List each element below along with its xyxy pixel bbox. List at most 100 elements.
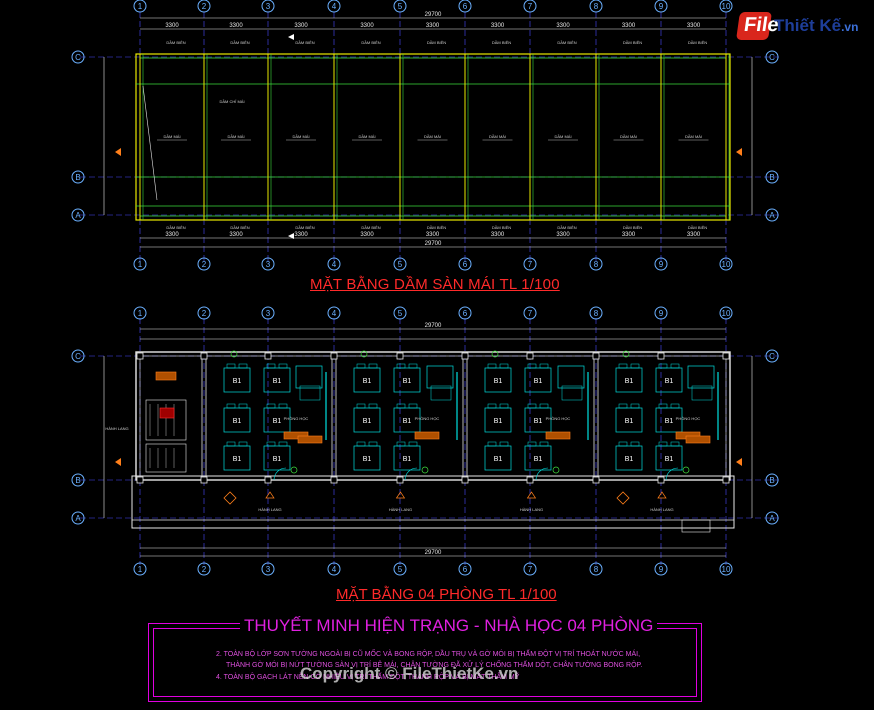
bottom-grid-bubble-3-label: 3 <box>266 260 271 269</box>
room2-chair-b-r1c1 <box>368 363 378 369</box>
room2-chair-b-r1c2 <box>408 363 418 369</box>
plan-left-row-bubble-A <box>71 511 85 525</box>
beam-label-5: DẦM MÁI <box>424 134 441 139</box>
four-room-plan-title: MẶT BẰNG 04 PHÒNG TL 1/100 <box>336 586 557 603</box>
column-b-10 <box>722 476 730 484</box>
room4-corridor-label: HÀNH LANG <box>650 507 673 512</box>
plan-level-marker-right <box>736 458 742 466</box>
room3-chair-a-r1c2 <box>527 363 537 369</box>
room2-marker-bottom <box>421 466 429 474</box>
plan-top-grid-bubble-9 <box>654 306 668 320</box>
plan-bottom-grid-bubble-6-label: 6 <box>463 565 468 574</box>
top-grid-bubble-6 <box>458 0 472 13</box>
column-b-2 <box>200 476 208 484</box>
plan-bottom-grid-bubble-5-label: 5 <box>398 565 403 574</box>
ridge-beam-label: DẦM CHỈ MÁI <box>219 99 244 104</box>
top-grid-bubble-1 <box>133 0 147 13</box>
plan-top-grid-bubble-8-label: 8 <box>594 309 599 318</box>
room2-desk-label-r1c2: B1 <box>403 378 412 385</box>
room-partition-wall-4 <box>593 351 599 481</box>
top-grid-bubble-9 <box>654 0 668 13</box>
bottom-grid-bubble-10-label: 10 <box>722 260 731 269</box>
bottom-beam-label-1: DẦM BIÊN <box>166 225 185 230</box>
bottom-grid-bubble-7-label: 7 <box>528 260 533 269</box>
room4-chair-a-r3c1 <box>618 441 628 447</box>
note-line-3: 4. TOÀN BỘ GẠCH LÁT NỀN CÓ NHIỀU VỊ TRÍ … <box>216 674 520 681</box>
plan-right-row-bubble-C-label: C <box>769 352 775 361</box>
column-b-6 <box>461 476 469 484</box>
plan-top-grid-bubble-10 <box>719 306 733 320</box>
right-row-bubble-A-label: A <box>769 211 775 220</box>
plan-bottom-grid-bubble-8-label: 8 <box>594 565 599 574</box>
room2-chair-b-r2c2 <box>408 403 418 409</box>
bottom-grid-bubble-5-label: 5 <box>398 260 403 269</box>
column-c-2 <box>200 352 208 360</box>
copyright-watermark: Copyright © FileThietKe.vn <box>300 664 519 683</box>
top-grid-bubble-7 <box>523 0 537 13</box>
right-row-bubble-B <box>765 170 779 184</box>
room4-desk-r3c2 <box>655 445 683 471</box>
column-b-4 <box>330 476 338 484</box>
room-partition-wall-1 <box>201 351 207 481</box>
bottom-bay-dim-4: 3300 <box>360 232 374 238</box>
bottom-beam-label-7: DẦM BIÊN <box>557 225 576 230</box>
room4-teacher-chair <box>691 385 713 401</box>
room4-desk-r1c2 <box>655 367 683 393</box>
bottom-beam-label-2: DẦM BIÊN <box>230 225 249 230</box>
room1-desk-label-r1c2: B1 <box>273 378 282 385</box>
wc-block-1 <box>145 399 187 441</box>
room3-marker-top <box>491 350 499 358</box>
plan-top-grid-bubble-4 <box>327 306 341 320</box>
room2-desk-label-r3c2: B1 <box>403 456 412 463</box>
filethietke-logo[interactable]: File Thiết Kế.vn <box>736 10 868 44</box>
plan-top-grid-bubble-2-label: 2 <box>202 309 207 318</box>
room3-desk-r1c2 <box>524 367 552 393</box>
room3-chair-b-r3c2 <box>539 441 549 447</box>
room1-desk-label-r3c2: B1 <box>273 456 282 463</box>
top-beam-label-3: DẦM BIÊN <box>295 40 314 45</box>
room4-chair-b-r2c1 <box>630 403 640 409</box>
beam-label-6: DẦM MÁI <box>489 134 506 139</box>
top-bay-dim-2: 3300 <box>229 23 243 29</box>
top-beam-label-8: DẦM BIÊN <box>623 40 642 45</box>
plan-bottom-grid-bubble-1 <box>133 562 147 576</box>
top-bay-dim-6: 3300 <box>491 23 505 29</box>
room3-desk-label-r3c1: B1 <box>494 456 503 463</box>
plan-top-grid-bubble-6 <box>458 306 472 320</box>
room2-desk-r2c2 <box>393 407 421 433</box>
room1-teacher-desk <box>295 365 323 389</box>
room3-desk-r2c2 <box>524 407 552 433</box>
top-grid-bubble-3-label: 3 <box>266 2 271 11</box>
room2-desk-label-r2c2: B1 <box>403 418 412 425</box>
bottom-beam-label-6: DẦM BIÊN <box>492 225 511 230</box>
room3-corridor-label: HÀNH LANG <box>520 507 543 512</box>
room4-chair-a-r1c2 <box>658 363 668 369</box>
column-c-1 <box>136 352 144 360</box>
plan-top-grid-bubble-7 <box>523 306 537 320</box>
room3-chair-a-r3c2 <box>527 441 537 447</box>
top-grid-bubble-10 <box>719 0 733 13</box>
column-c-8 <box>592 352 600 360</box>
plan-top-grid-bubble-10-label: 10 <box>722 309 731 318</box>
room1-marker-top <box>230 350 238 358</box>
room1-chair-b-r3c1 <box>238 441 248 447</box>
room1-desk-label-r3c1: B1 <box>233 456 242 463</box>
room4-chair-a-r3c2 <box>658 441 668 447</box>
room1-chair-a-r3c2 <box>266 441 276 447</box>
plan-bottom-grid-bubble-5 <box>393 562 407 576</box>
column-b-9 <box>657 476 665 484</box>
bottom-grid-bubble-9-label: 9 <box>659 260 664 269</box>
plan-right-row-bubble-B-label: B <box>769 476 774 485</box>
column-b-3 <box>264 476 272 484</box>
column-c-9 <box>657 352 665 360</box>
column-c-7 <box>526 352 534 360</box>
room2-corridor-label: HÀNH LANG <box>389 507 412 512</box>
room4-chair-b-r2c2 <box>670 403 680 409</box>
bottom-beam-label-3: DẦM BIÊN <box>295 225 314 230</box>
room1-desk-r1c1 <box>223 367 251 393</box>
room3-desk-r1c1 <box>484 367 512 393</box>
plan-bottom-grid-bubble-7-label: 7 <box>528 565 533 574</box>
bottom-overall-dimension: 29700 <box>425 241 442 247</box>
room4-chair-b-r1c2 <box>670 363 680 369</box>
